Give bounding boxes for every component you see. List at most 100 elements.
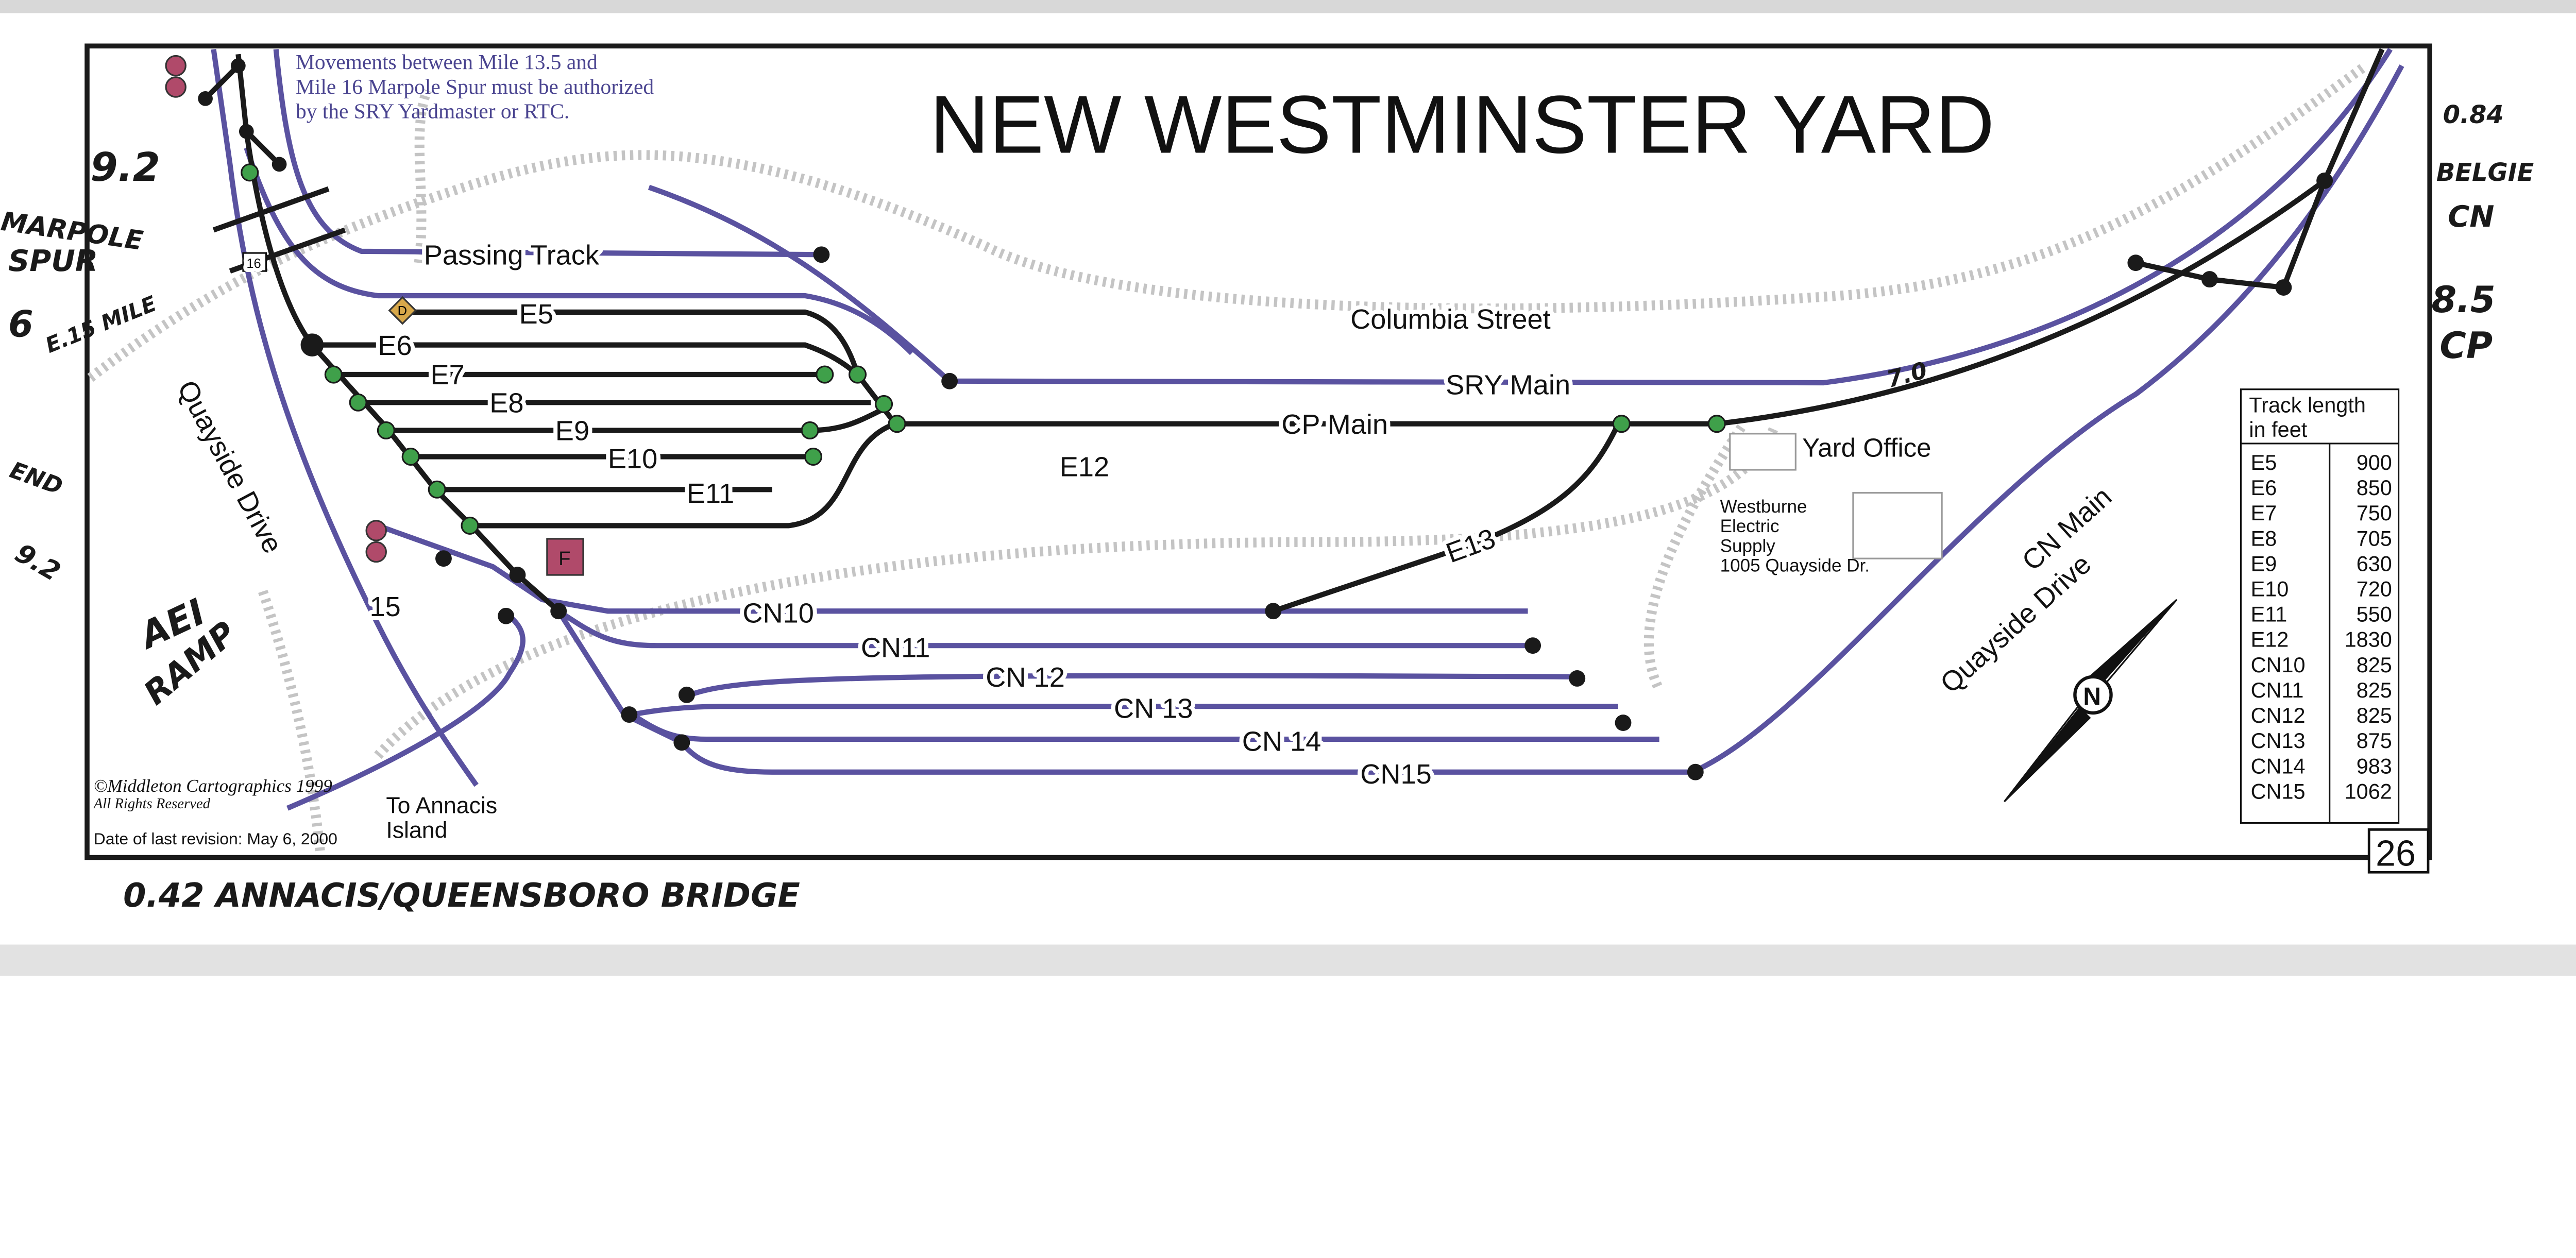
switch-dot xyxy=(2127,254,2144,271)
cn-main-track xyxy=(1691,64,2404,775)
green-switch xyxy=(461,516,479,535)
inner-purple-track xyxy=(244,147,914,355)
handwritten-note: 6 xyxy=(8,303,33,346)
mile-post-label: 16 xyxy=(246,257,261,271)
signal-light-icon xyxy=(165,55,187,77)
handwritten-note: END xyxy=(6,456,66,500)
green-switch xyxy=(804,447,822,466)
switch-dot xyxy=(2316,172,2333,189)
e13-track xyxy=(1272,422,1621,614)
green-switch xyxy=(816,365,834,384)
westburne-line: Electric xyxy=(1720,516,1780,536)
green-switch xyxy=(324,365,343,384)
table-track-length: 825 xyxy=(2357,653,2392,677)
e9-label: E9 xyxy=(555,416,589,447)
table-track-length: 550 xyxy=(2357,602,2392,626)
annacis-track xyxy=(286,614,526,811)
handwritten-note: BELGIE xyxy=(2436,159,2534,187)
table-track-name: E6 xyxy=(2251,475,2277,500)
scan-bottom-strip xyxy=(0,944,2576,976)
table-track-name: CN14 xyxy=(2251,754,2306,778)
switch-dot xyxy=(231,58,246,73)
table-track-length: 1830 xyxy=(2345,627,2392,652)
handwritten-note: CP xyxy=(2439,325,2493,367)
green-switch xyxy=(875,395,893,413)
table-track-length: 720 xyxy=(2357,577,2392,601)
e8-label: E8 xyxy=(489,387,523,418)
notice-line: Movements between Mile 13.5 and xyxy=(296,50,598,74)
table-track-length: 1062 xyxy=(2345,779,2392,803)
cn12-track xyxy=(689,673,1578,698)
annacis-label: Island xyxy=(386,818,447,843)
notice-line: by the SRY Yardmaster or RTC. xyxy=(296,99,569,123)
table-track-name: CN15 xyxy=(2251,779,2306,803)
westburne-line: Westburne xyxy=(1720,497,1807,517)
handwritten-note: 9.2 xyxy=(10,538,65,587)
yard-office-label: Yard Office xyxy=(1802,433,1931,462)
table-track-name: CN12 xyxy=(2251,703,2306,727)
passing-track-line xyxy=(273,49,822,258)
e12-label: E12 xyxy=(1060,452,1109,483)
quayside-road-branch xyxy=(1643,424,1746,692)
switch-dot xyxy=(509,567,526,584)
page-number: 26 xyxy=(2376,832,2416,873)
switch-dot xyxy=(678,686,695,703)
yard-map: 15 16 D F Yard Office Westburne Electric… xyxy=(0,0,2576,976)
table-track-name: E7 xyxy=(2251,501,2277,525)
page-title: NEW WESTMINSTER YARD xyxy=(930,79,1995,171)
switch-dot xyxy=(239,124,254,139)
table-track-name: E9 xyxy=(2251,551,2277,575)
table-track-name: CN11 xyxy=(2251,678,2304,702)
handwritten-note: SPUR xyxy=(8,244,98,278)
compass-north-label: N xyxy=(2083,683,2101,710)
annacis-road xyxy=(258,589,326,855)
switch-dot xyxy=(2275,279,2292,296)
westburne-line: 1005 Quayside Dr. xyxy=(1720,556,1870,576)
sry-main-label: SRY Main xyxy=(1446,369,1570,400)
page-number-box xyxy=(2367,828,2430,874)
cn15-label: CN15 xyxy=(1360,759,1432,790)
cn-main-crossover xyxy=(2135,179,2327,291)
table-track-length: 850 xyxy=(2357,475,2392,500)
table-track-name: E11 xyxy=(2251,602,2287,626)
table-track-length: 900 xyxy=(2357,450,2392,474)
table-track-name: E5 xyxy=(2251,450,2277,474)
green-switch xyxy=(377,421,395,439)
green-switch xyxy=(888,415,906,433)
cn10-label: CN10 xyxy=(742,598,814,629)
table-track-length: 705 xyxy=(2357,526,2392,550)
f-box-icon xyxy=(546,538,584,576)
cn11-label: CN11 xyxy=(861,633,930,664)
table-track-length: 825 xyxy=(2357,703,2392,727)
e10-label: E10 xyxy=(608,444,657,474)
switch-dot xyxy=(300,333,324,356)
switch-dot xyxy=(1524,637,1541,654)
handwritten-note: 9.2 xyxy=(90,145,160,191)
compass-icon: N xyxy=(2004,599,2178,803)
sry-main-track xyxy=(648,47,2393,386)
annacis-label: To Annacis xyxy=(386,793,497,818)
e5-label: E5 xyxy=(519,299,553,330)
d-sign-label: D xyxy=(398,304,407,318)
switch-dot xyxy=(435,550,452,567)
mile-post-box xyxy=(242,252,267,272)
cp-main-label: CP Main xyxy=(1281,409,1388,440)
switch-dot xyxy=(272,157,287,172)
cn14-label: CN 14 xyxy=(1242,726,1321,757)
table-track-length: 825 xyxy=(2357,678,2392,702)
green-switch xyxy=(241,163,259,182)
f-box-label: F xyxy=(558,548,570,570)
table-track-length: 630 xyxy=(2357,551,2392,575)
copyright-text: ©Middleton Cartographics 1999 xyxy=(94,776,332,796)
d-sign-icon xyxy=(388,296,417,325)
switch-dot xyxy=(498,607,515,624)
table-header: Track length xyxy=(2249,393,2365,417)
cp-main-track xyxy=(855,48,2385,427)
columbia-street-label: Columbia Street xyxy=(1350,304,1551,335)
westburne-building xyxy=(1852,492,1943,559)
scan-top-strip xyxy=(0,0,2576,13)
green-switch xyxy=(349,393,367,412)
switch-dot xyxy=(2201,271,2218,288)
cn11-track xyxy=(557,608,1536,649)
purple-tracks xyxy=(211,47,2404,811)
